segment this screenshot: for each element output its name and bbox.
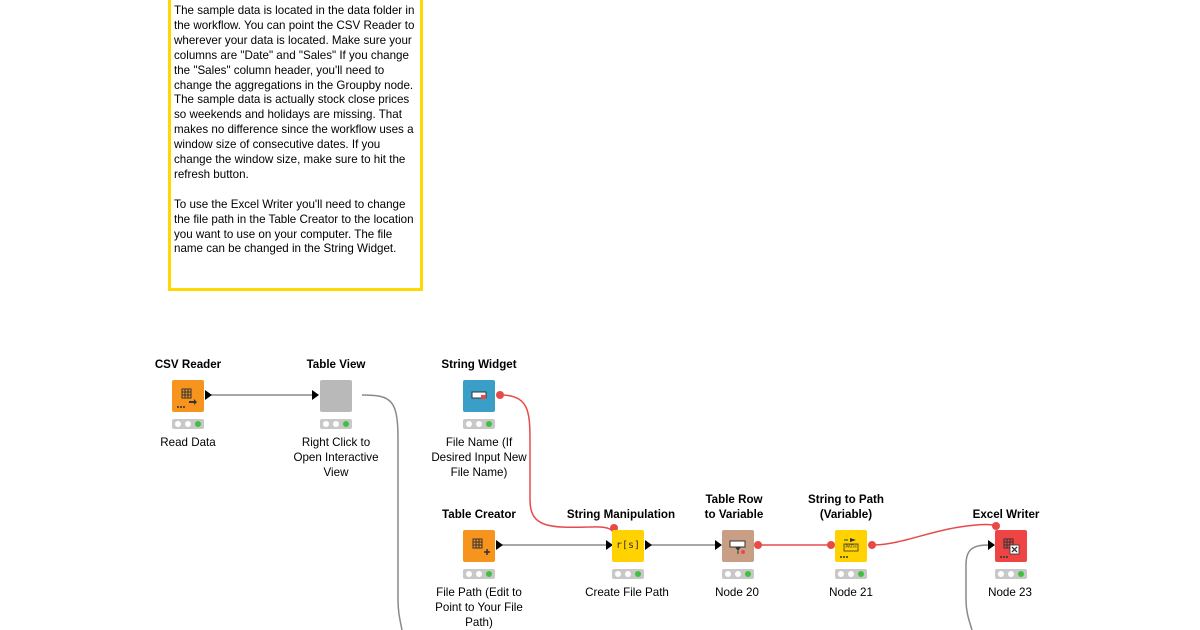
node-label[interactable]: Right Click to Open Interactive View	[293, 436, 379, 479]
output-port[interactable]	[496, 540, 503, 550]
node-status-indicator	[463, 419, 495, 429]
node-status-indicator	[722, 569, 754, 579]
input-port[interactable]	[606, 540, 613, 550]
node-title: Table Row to Variable	[704, 493, 764, 521]
output-port[interactable]	[645, 540, 652, 550]
flow-variable-output-port[interactable]	[868, 541, 876, 549]
annotation-paragraph-1: The sample data is located in the data f…	[174, 4, 415, 181]
flow-variable-output-port[interactable]	[754, 541, 762, 549]
node-title: String to Path (Variable)	[808, 493, 884, 521]
node-label[interactable]: File Name (If Desired Input New File Nam…	[431, 436, 527, 479]
flow-variable-string-widget-to-string-manipulation[interactable]	[499, 394, 615, 537]
node-title: Excel Writer	[972, 508, 1040, 521]
node-status-indicator	[612, 569, 644, 579]
string-to-path-icon-text: PATH	[845, 545, 857, 550]
input-port[interactable]	[988, 540, 995, 550]
flow-variable-string-to-path-to-excel-writer[interactable]	[871, 523, 997, 546]
excel-writer-icon[interactable]	[995, 530, 1027, 562]
string-to-path-icon[interactable]: PATH	[835, 530, 867, 562]
annotation-paragraph-2: To use the Excel Writer you'll need to c…	[174, 197, 414, 256]
table-row-to-variable-icon[interactable]	[722, 530, 754, 562]
node-status-indicator	[995, 569, 1027, 579]
string-widget-icon[interactable]	[463, 380, 495, 412]
connection-into-excel-writer[interactable]	[965, 544, 989, 630]
node-label[interactable]: Node 20	[715, 586, 759, 599]
node-status-indicator	[835, 569, 867, 579]
workflow-annotation[interactable]: The sample data is located in the data f…	[168, 0, 423, 291]
table-view-icon[interactable]	[320, 380, 352, 412]
table-creator-icon[interactable]	[463, 530, 495, 562]
node-label[interactable]: Read Data	[160, 436, 216, 449]
flow-variable-input-port[interactable]	[610, 524, 618, 532]
node-title: String Widget	[441, 358, 517, 371]
output-port[interactable]	[205, 390, 212, 400]
node-label[interactable]: Node 21	[829, 586, 873, 599]
node-title: Table Creator	[442, 508, 516, 521]
flow-variable-input-port[interactable]	[992, 522, 1000, 530]
string-manipulation-icon[interactable]: r[s]	[612, 530, 644, 562]
node-status-indicator	[320, 419, 352, 429]
csv-reader-icon[interactable]	[172, 380, 204, 412]
input-port[interactable]	[312, 390, 319, 400]
node-status-indicator	[463, 569, 495, 579]
connection-csv-reader-to-groupby[interactable]	[361, 394, 403, 630]
node-label[interactable]: File Path (Edit to Point to Your File Pa…	[435, 586, 523, 629]
node-status-indicator	[172, 419, 204, 429]
node-title: CSV Reader	[154, 358, 222, 371]
input-port[interactable]	[715, 540, 722, 550]
flow-variable-input-port[interactable]	[827, 541, 835, 549]
node-label[interactable]: Create File Path	[585, 586, 669, 599]
node-title: Table View	[306, 358, 366, 371]
node-title: String Manipulation	[566, 508, 676, 521]
node-label[interactable]: Node 23	[988, 586, 1032, 599]
flow-variable-output-port[interactable]	[496, 391, 504, 399]
string-manipulation-icon-text: r[s]	[615, 540, 641, 551]
